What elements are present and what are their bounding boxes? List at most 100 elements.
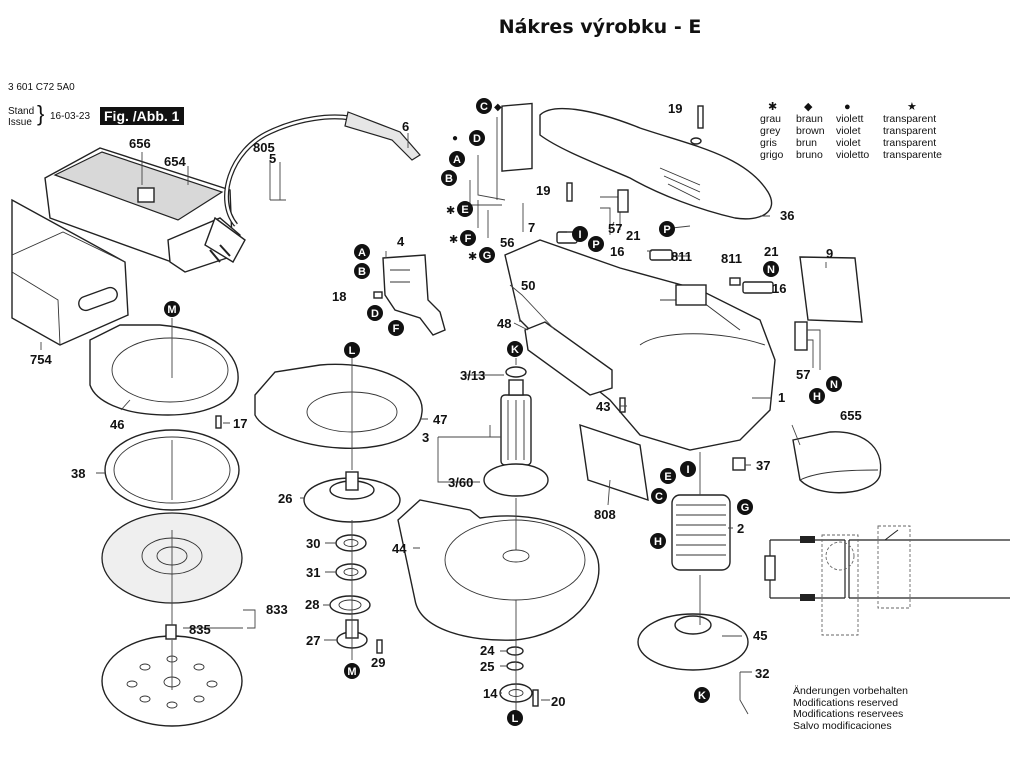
brush-holder-part[interactable] (556, 189, 821, 370)
armature-part[interactable] (483, 366, 549, 497)
part-label-50: 50 (521, 278, 535, 293)
screw-19a-part[interactable] (566, 182, 573, 202)
bearing-31-part[interactable] (335, 563, 367, 581)
marker-h: H (809, 388, 825, 404)
svg-text:P: P (592, 239, 599, 251)
fan-part[interactable] (303, 471, 401, 523)
dust-shroud-part[interactable] (89, 324, 239, 416)
part-label-46: 46 (110, 417, 124, 432)
label-plate-9[interactable] (799, 256, 863, 323)
marker-i: I (572, 226, 588, 242)
svg-text:H: H (813, 391, 821, 403)
connector-markers: A B C D E F G A B D F I P P N N H E I C … (164, 98, 842, 726)
part-label-27: 27 (306, 633, 320, 648)
svg-text:E: E (461, 204, 468, 216)
marker-e: E (660, 468, 676, 484)
legend-cell: violetto (836, 149, 870, 161)
screw-17-part[interactable] (215, 415, 222, 429)
svg-text:H: H (654, 536, 662, 548)
part-label-14: 14 (483, 686, 498, 701)
label-plate-808[interactable] (579, 423, 649, 502)
part-label-25: 25 (480, 659, 494, 674)
marker-l: L (507, 710, 523, 726)
marker-p: P (659, 221, 675, 237)
asterisk-icon: ✱ (768, 101, 778, 113)
marker-n: N (763, 261, 779, 277)
diamond-icon: ◆ (494, 102, 502, 113)
part-label-4: 4 (397, 234, 405, 249)
screw-19b-part[interactable] (697, 105, 704, 129)
part-label-3: 3 (422, 430, 429, 445)
svg-text:K: K (511, 344, 519, 356)
housing-cover-part[interactable] (539, 107, 773, 220)
legend-cell: transparent (883, 113, 937, 125)
screw-20-part[interactable] (532, 689, 539, 707)
part-label-7: 7 (528, 220, 535, 235)
note-line: Änderungen vorbehalten (793, 685, 909, 697)
svg-text:A: A (453, 154, 461, 166)
stator-part[interactable] (671, 494, 731, 571)
handle-insert-part[interactable] (509, 284, 613, 396)
part-label-18: 18 (332, 289, 346, 304)
legend-cell: transparente (883, 149, 942, 161)
part-label-808: 808 (594, 507, 616, 522)
part-label-20: 20 (551, 694, 565, 709)
figure-badge: Fig. /Abb. 1 (100, 107, 185, 125)
part-label-21a: 21 (626, 228, 640, 243)
base-part[interactable] (637, 613, 749, 715)
svg-text:A: A (358, 247, 366, 259)
base-housing-part[interactable] (397, 499, 600, 641)
filter-box-part[interactable] (11, 198, 129, 346)
screw-29-part[interactable] (376, 639, 383, 654)
part-label-17: 17 (233, 416, 247, 431)
washer-25-part[interactable] (506, 661, 524, 671)
part-label-48: 48 (497, 316, 511, 331)
marker-d: D (469, 130, 485, 146)
part-number: 3 601 C72 5A0 (8, 82, 75, 93)
electronic-module-part[interactable] (469, 102, 533, 238)
bearing-plate-part[interactable] (329, 595, 371, 615)
marker-d: D (367, 305, 383, 321)
part-label-57a: 57 (608, 221, 622, 236)
screw-43-part[interactable] (619, 397, 626, 413)
part-label-29: 29 (371, 655, 385, 670)
svg-text:G: G (741, 502, 750, 514)
dot-icon: ● (844, 101, 851, 113)
part-label-36: 36 (780, 208, 794, 223)
svg-text:I: I (578, 229, 581, 241)
marker-l: L (344, 342, 360, 358)
asterisk-icon: ✱ (449, 234, 458, 246)
modifications-note: Änderungen vorbehalten Modifications res… (793, 685, 909, 732)
part-label-805: 805 (253, 140, 275, 155)
washer-24-part[interactable] (506, 646, 524, 656)
part-label-28: 28 (305, 597, 319, 612)
screw-18-part[interactable] (373, 291, 383, 299)
legend-cell: transparent (883, 125, 937, 137)
dot-icon: ● (452, 133, 458, 144)
color-legend: ✱ ◆ ● ★ grau braun violett transparent g… (760, 101, 963, 161)
part-label-1: 1 (778, 390, 785, 405)
part-label-24: 24 (480, 643, 495, 658)
part-label-44: 44 (392, 541, 407, 556)
marker-b: B (441, 170, 457, 186)
power-cord-part[interactable] (204, 111, 421, 263)
legend-cell: grey (760, 125, 781, 137)
marker-m: M (164, 301, 180, 317)
marker-n: N (826, 376, 842, 392)
rear-handle-part[interactable] (792, 431, 882, 494)
part-label-16a: 16 (610, 244, 624, 259)
part-label-833: 833 (266, 602, 288, 617)
small-part-37[interactable] (732, 457, 746, 471)
part-label-754: 754 (30, 352, 52, 367)
part-label-2: 2 (737, 521, 744, 536)
part-label-3-60: 3/60 (448, 475, 473, 490)
marker-f: F (388, 320, 404, 336)
part-label-19a: 19 (536, 183, 550, 198)
fan-cover-part[interactable] (254, 363, 423, 449)
part-label-38: 38 (71, 466, 85, 481)
bearing-30-part[interactable] (335, 534, 367, 552)
legend-cell: gris (760, 137, 777, 149)
switch-part[interactable] (382, 254, 446, 336)
marker-e: E (457, 201, 473, 217)
